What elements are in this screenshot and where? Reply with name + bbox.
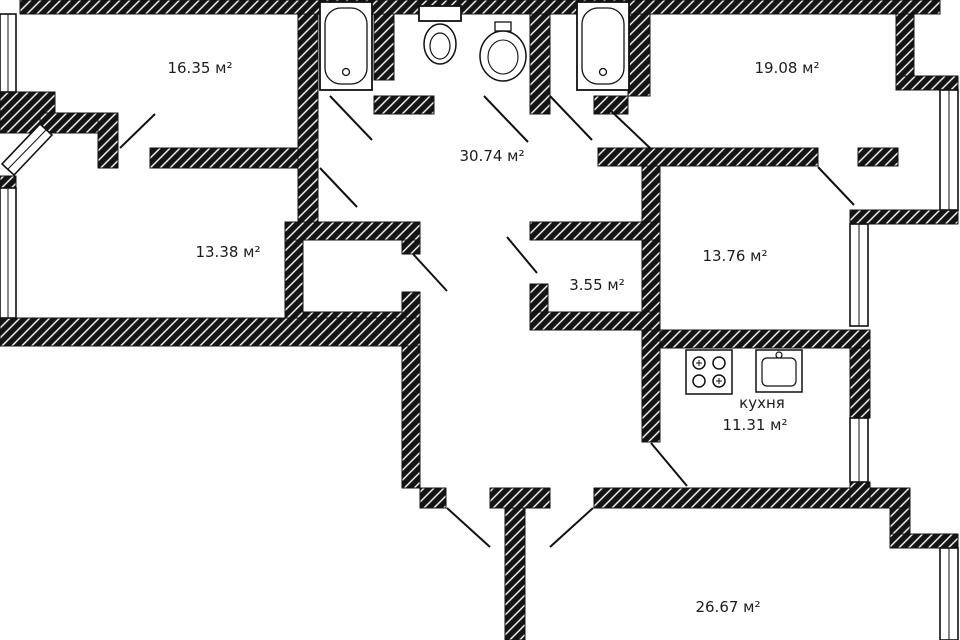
doors (119, 95, 855, 548)
wall-segment (849, 209, 959, 225)
wall-segment (401, 239, 421, 255)
room-area-label: 19.08 м² (754, 59, 819, 77)
wall-segment (627, 13, 651, 97)
wall-segment (895, 13, 915, 81)
room-area-label: 11.31 м² (722, 416, 787, 434)
wall-segment (849, 347, 871, 419)
wall-segment (401, 345, 421, 489)
door-leaf (329, 95, 373, 141)
room-area-label: 3.55 м² (569, 276, 625, 294)
wall-segment (597, 147, 819, 167)
kitchen-name-label: кухня (739, 394, 785, 412)
wall-segment (593, 487, 911, 509)
door-leaf (446, 507, 491, 548)
kitchen-sink-icon (755, 349, 803, 393)
wall-segment (529, 311, 661, 331)
wall-segment (641, 329, 661, 443)
wall-segment (504, 507, 526, 640)
door-leaf (549, 507, 594, 548)
wall-segment (419, 487, 447, 509)
bathtub-icon (576, 1, 630, 91)
room-area-label: 26.67 м² (695, 598, 760, 616)
wall-segment (0, 317, 421, 347)
wall-segment (489, 487, 551, 509)
wall-segment (849, 481, 871, 509)
wall-segment (529, 283, 549, 313)
wall-segment (373, 95, 435, 115)
room-labels: 16.35 м² 19.08 м² 30.74 м² 13.38 м² 3.55… (167, 59, 819, 616)
fixtures (319, 1, 803, 395)
washbasin-icon (479, 21, 527, 82)
wall-segment (593, 95, 629, 115)
door-leaf (607, 107, 651, 149)
wall-segment (284, 221, 421, 241)
wall-segment (149, 147, 299, 169)
door-leaf (650, 442, 688, 487)
wall-segment (529, 13, 551, 115)
wall-segment (284, 239, 304, 331)
stove-icon (685, 349, 733, 395)
wall-segment (97, 112, 119, 169)
door-leaf (817, 166, 855, 206)
bathtub-icon (319, 1, 373, 91)
wall-segment (857, 147, 899, 167)
wall-segment (895, 75, 959, 91)
door-leaf (119, 113, 156, 149)
door-leaf (483, 95, 529, 143)
wall-segment (529, 221, 661, 241)
wall-segment (297, 13, 319, 223)
wall-segment (373, 13, 395, 81)
door-leaf (506, 236, 538, 274)
door-leaf (319, 167, 358, 208)
window-pane-line (7, 129, 47, 170)
door-leaf (549, 95, 593, 141)
wall-segment (889, 533, 959, 549)
room-area-label: 13.38 м² (195, 243, 260, 261)
wall-segment (659, 329, 871, 349)
room-area-label: 13.76 м² (702, 247, 767, 265)
windows (0, 13, 959, 640)
wall-segment (641, 165, 661, 331)
wall-segment (19, 0, 941, 15)
door-leaf (412, 253, 448, 292)
toilet-icon (418, 5, 462, 65)
wall-segment (401, 291, 421, 321)
room-area-label: 30.74 м² (459, 147, 524, 165)
room-area-label: 16.35 м² (167, 59, 232, 77)
